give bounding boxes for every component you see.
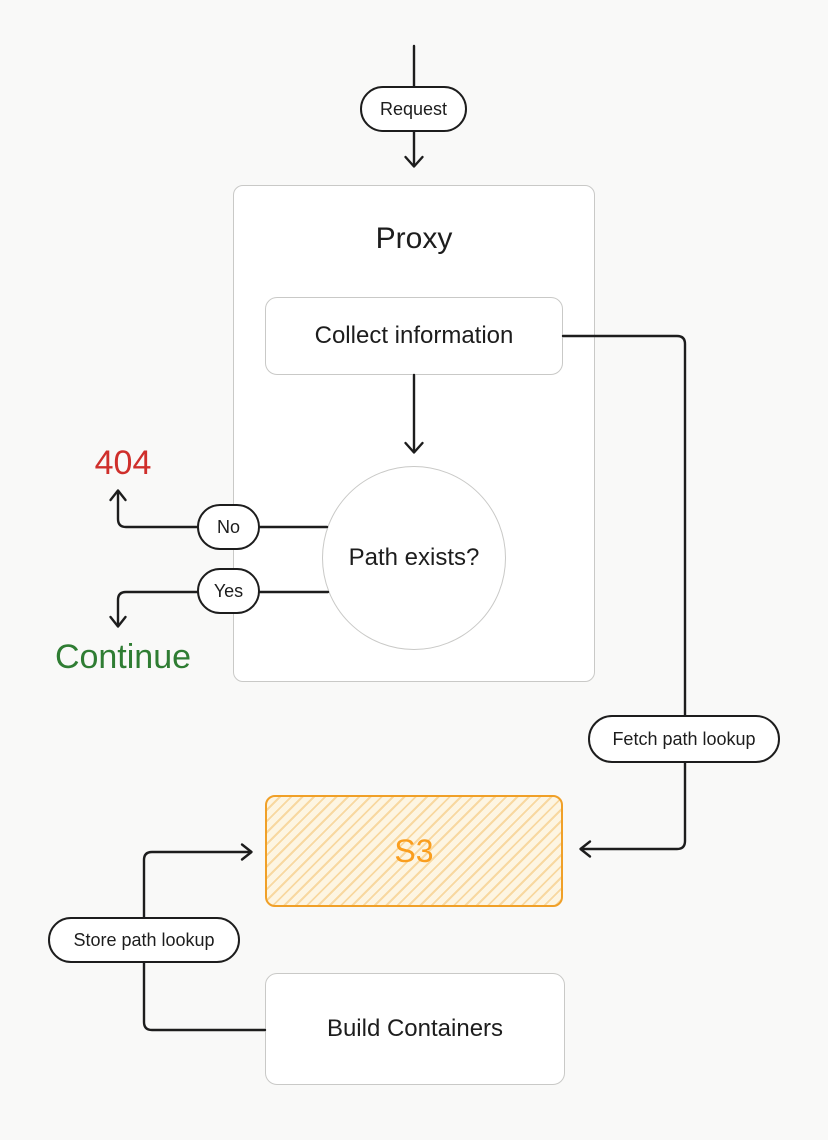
path-exists-label: Path exists? [348, 544, 480, 571]
s3-storage-node: S3 [265, 795, 563, 907]
result-404-label: 404 [94, 444, 152, 482]
build-containers-node: Build Containers [265, 973, 565, 1085]
s3-label: S3 [394, 832, 434, 869]
proxy-title: Proxy [375, 222, 453, 255]
collect-information-node: Collect information [265, 297, 563, 375]
collect-information-label: Collect information [314, 322, 514, 349]
result-continue-label: Continue [54, 638, 192, 676]
path-exists-decision-node: Path exists? [322, 466, 506, 650]
build-containers-label: Build Containers [326, 1015, 504, 1042]
